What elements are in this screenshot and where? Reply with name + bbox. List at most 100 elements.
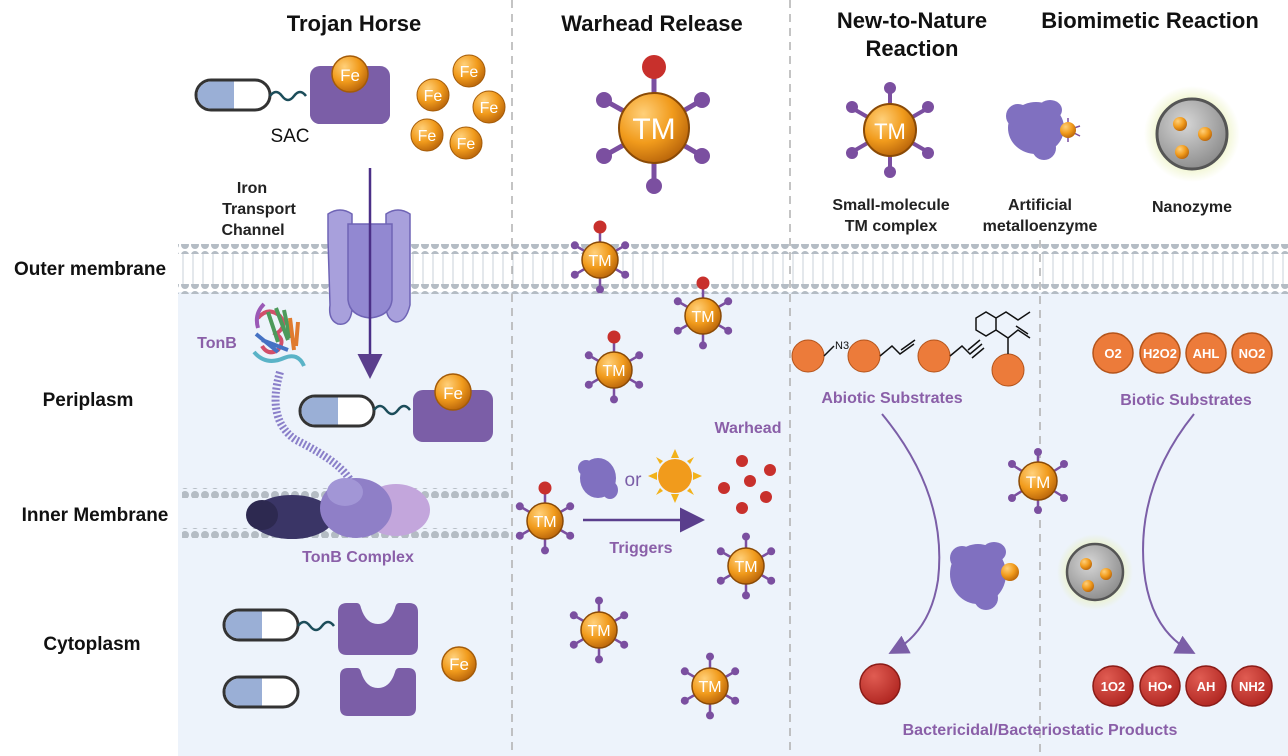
siderophore-cytoplasm-1 bbox=[338, 603, 418, 655]
abiotic-reaction-arrow bbox=[881, 413, 941, 654]
biotic-product: 1O2 bbox=[1092, 665, 1134, 707]
small-molecule-tm-icon: TM bbox=[846, 82, 934, 178]
biotic-substrates-label: Biotic Substrates bbox=[1120, 392, 1252, 409]
tm-complex-small: TM bbox=[570, 220, 630, 294]
nanozyme-icon bbox=[1144, 86, 1240, 182]
biotic-products: 1O2 HO• AH NH2 bbox=[1092, 665, 1273, 707]
artificial-metalloenzyme-mid bbox=[950, 542, 1019, 610]
iron-label-line2: Transport bbox=[222, 201, 296, 218]
enzyme-trigger-icon bbox=[578, 458, 618, 499]
svg-text:1O2: 1O2 bbox=[1101, 679, 1126, 694]
sac-cytoplasm-2 bbox=[222, 675, 300, 709]
svg-text:N3: N3 bbox=[835, 340, 849, 352]
siderophore-cytoplasm-2 bbox=[340, 668, 416, 716]
tonb-tether bbox=[271, 370, 354, 483]
header-biomimetic: Biomimetic Reaction bbox=[1041, 8, 1259, 33]
biotic-product: HO• bbox=[1139, 665, 1181, 707]
svg-text:Fe: Fe bbox=[424, 88, 443, 105]
svg-text:TM: TM bbox=[588, 253, 611, 270]
header-new-to-nature-line1: New-to-Nature bbox=[837, 8, 987, 33]
svg-text:Fe: Fe bbox=[340, 66, 360, 85]
products-label: Bactericidal/Bacteriostatic Products bbox=[903, 722, 1178, 739]
warhead-label: Warhead bbox=[715, 420, 782, 437]
fe-ion-cytoplasm: Fe bbox=[441, 646, 477, 682]
abiotic-product bbox=[859, 663, 901, 705]
tm-complex-large: TM bbox=[596, 55, 710, 194]
svg-text:Fe: Fe bbox=[457, 136, 476, 153]
svg-text:AHL: AHL bbox=[1193, 346, 1220, 361]
svg-text:Fe: Fe bbox=[418, 128, 437, 145]
nanozyme-mid bbox=[1057, 534, 1133, 610]
abiotic-substrates-label: Abiotic Substrates bbox=[821, 390, 962, 407]
tm-complex-small: TM bbox=[716, 532, 776, 600]
artificial-label-2: metalloenzyme bbox=[983, 218, 1098, 235]
nanozyme-label: Nanozyme bbox=[1152, 199, 1232, 216]
artificial-label-1: Artificial bbox=[1008, 197, 1072, 214]
iron-label-line3: Channel bbox=[221, 222, 284, 239]
svg-text:Fe: Fe bbox=[480, 100, 499, 117]
artificial-metalloenzyme-icon bbox=[1006, 100, 1081, 160]
sac-capsule bbox=[194, 78, 307, 112]
tm-complex-small: TM bbox=[515, 481, 575, 555]
tm-complex-small: TM bbox=[584, 330, 644, 404]
row-label-periplasm: Periplasm bbox=[43, 390, 134, 411]
svg-text:AH: AH bbox=[1197, 679, 1216, 694]
svg-text:TM: TM bbox=[632, 113, 675, 146]
abiotic-substrates-molecules: N3 bbox=[791, 311, 1031, 387]
svg-text:TM: TM bbox=[874, 119, 906, 144]
svg-text:NH2: NH2 bbox=[1239, 679, 1265, 694]
svg-text:TM: TM bbox=[734, 559, 757, 576]
svg-text:H2O2: H2O2 bbox=[1143, 346, 1177, 361]
biotic-reaction-arrow bbox=[1142, 413, 1196, 654]
header-trojan-horse: Trojan Horse bbox=[287, 11, 421, 36]
svg-text:NO2: NO2 bbox=[1239, 346, 1266, 361]
svg-text:TM: TM bbox=[1026, 473, 1051, 492]
header-new-to-nature-line2: Reaction bbox=[866, 36, 959, 61]
svg-text:TM: TM bbox=[691, 309, 714, 326]
biotic-substrate: O2 bbox=[1092, 332, 1134, 374]
triggers-label: Triggers bbox=[609, 540, 672, 557]
siderophore-periplasm bbox=[413, 390, 493, 442]
tonb-complex bbox=[246, 478, 430, 539]
sac-cytoplasm-1 bbox=[222, 608, 335, 642]
biotic-substrate: AHL bbox=[1185, 332, 1227, 374]
svg-text:TM: TM bbox=[698, 679, 721, 696]
released-warheads bbox=[718, 455, 776, 514]
row-label-outer-membrane: Outer membrane bbox=[14, 259, 166, 280]
fe-ion-periplasm: Fe bbox=[434, 373, 472, 411]
svg-text:Fe: Fe bbox=[449, 655, 469, 674]
tm-complex-small: TM bbox=[569, 596, 629, 664]
small-molecule-label-2: TM complex bbox=[845, 218, 938, 235]
fe-ion: Fe bbox=[331, 55, 369, 93]
iron-label-line1: Iron bbox=[237, 180, 267, 197]
biotic-substrates: O2 H2O2 AHL NO2 bbox=[1092, 332, 1273, 374]
sac-label: SAC bbox=[270, 126, 309, 147]
svg-text:HO•: HO• bbox=[1148, 679, 1173, 694]
free-fe-cluster: Fe Fe Fe Fe Fe bbox=[410, 54, 506, 160]
outer-membrane bbox=[178, 244, 1288, 294]
svg-text:Fe: Fe bbox=[460, 64, 479, 81]
biotic-substrate: NO2 bbox=[1231, 332, 1273, 374]
small-molecule-label-1: Small-molecule bbox=[832, 197, 949, 214]
tm-complex-small: TM bbox=[673, 276, 733, 350]
header-warhead-release: Warhead Release bbox=[561, 11, 742, 36]
tm-complex-mid: TM bbox=[1008, 448, 1068, 514]
tonb-complex-label: TonB Complex bbox=[302, 549, 414, 566]
biotic-substrate: H2O2 bbox=[1139, 332, 1181, 374]
svg-text:TM: TM bbox=[602, 363, 625, 380]
light-trigger-sun-icon bbox=[648, 449, 702, 503]
tonb-protein bbox=[252, 302, 306, 367]
row-label-cytoplasm: Cytoplasm bbox=[43, 634, 140, 655]
svg-text:TM: TM bbox=[533, 514, 556, 531]
or-label: or bbox=[625, 470, 643, 491]
row-label-inner-membrane: Inner Membrane bbox=[22, 505, 169, 526]
svg-text:TM: TM bbox=[587, 623, 610, 640]
svg-text:Fe: Fe bbox=[443, 384, 463, 403]
tonb-label: TonB bbox=[197, 335, 237, 352]
biotic-product: NH2 bbox=[1231, 665, 1273, 707]
biotic-product: AH bbox=[1185, 665, 1227, 707]
sac-periplasm bbox=[298, 394, 411, 428]
svg-text:O2: O2 bbox=[1104, 346, 1121, 361]
